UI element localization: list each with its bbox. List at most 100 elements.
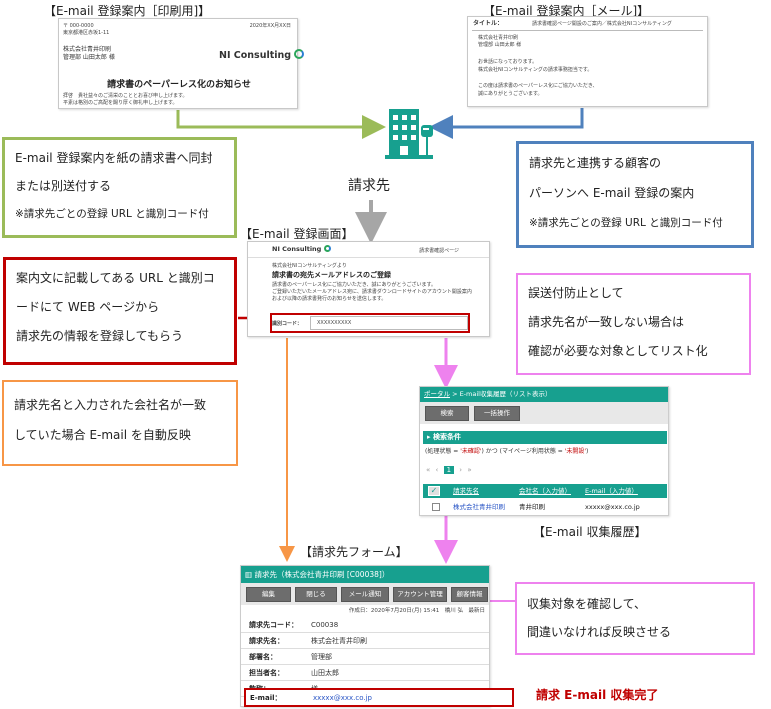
close-button[interactable]: 閉じる [295, 587, 337, 602]
row-value: C00038 [311, 620, 339, 629]
blue-callout: 請求先と連携する顧客の パーソンへ E-mail 登録の案内 ※請求先ごとの登録… [516, 141, 754, 248]
reg-divider [248, 257, 489, 258]
client-label: 請求先 [348, 178, 390, 194]
ni-logo-icon [294, 49, 305, 59]
reg-screen-heading: 【E-mail 登録画面】 [240, 227, 354, 241]
reg-brand-text: NI Consulting [272, 245, 322, 253]
mail-line3: お世話になっております。 [478, 59, 538, 65]
print-doc-company: 株式会社青井印刷 [63, 46, 112, 53]
cond-c: ) [586, 448, 589, 455]
form-row: 請求先名： 株式会社青井印刷 [241, 633, 489, 649]
print-doc-postal: 〒 000-0000 [63, 23, 94, 29]
green-note: ※請求先ごとの登録 URL と識別コード付 [15, 208, 209, 220]
client-form: ▥ 請求先（株式会社青井印刷 [C00038]） 編集 閉じる メール通知 アカ… [240, 565, 514, 707]
row-key: 請求先コード： [249, 620, 298, 629]
print-doc-body1: 拝啓 貴社益々のご清栄のこととお喜び申し上げます。 [63, 93, 188, 99]
form-title: 請求先（株式会社青井印刷 [C00038]） [254, 570, 390, 579]
orange-line2: していた場合 E-mail を自動反映 [14, 428, 191, 442]
reg-from: 株式会社NIコンサルティングより [272, 263, 347, 269]
edit-button[interactable]: 編集 [246, 587, 291, 602]
select-all-checkbox[interactable]: ✓ [428, 486, 440, 496]
reg-body2: ご登録いただいたメールアドレス宛に、請求書ダウンロードサイトのアカウント開設案内 [272, 289, 472, 295]
red-line2: ードにて WEB ページから [16, 300, 160, 314]
collection-complete-label: 請求 E-mail 収集完了 [536, 688, 659, 702]
mail-subject-label: タイトル： [473, 20, 504, 27]
customer-info-button[interactable]: 顧客情報 [451, 587, 488, 602]
mail-doc: タイトル： 請求書確認ページ開設のご案内／株式会社NIコンサルティング 株式会社… [467, 16, 708, 107]
row-key: 請求先名： [249, 636, 284, 645]
print-doc-body2: 平素は格別のご高配を賜り厚く御礼申し上げます。 [63, 100, 178, 106]
form-body: 請求先コード： C00038 請求先名： 株式会社青井印刷 部署名：管理部 担当者名… [241, 617, 489, 697]
row-client-name[interactable]: 株式会社青井印刷 [453, 503, 505, 511]
search-button[interactable]: 検索 [425, 406, 469, 421]
row-company-input: 青井印刷 [519, 503, 545, 511]
pager: « ‹ 1 › » [426, 466, 472, 474]
print-doc-date: 2020年XX月XX日 [249, 23, 291, 29]
print-doc-heading: 【E-mail 登録案内［印刷用]】 [44, 4, 211, 18]
mail-subject: 請求書確認ページ開設のご案内／株式会社NIコンサルティング [532, 21, 672, 27]
brand-text: NI Consulting [219, 50, 292, 61]
breadcrumb-rest: > E-mail収集履歴（リスト表示） [450, 390, 552, 398]
col-client-name[interactable]: 請求先名 [453, 487, 479, 495]
pager-last[interactable]: » [467, 466, 472, 474]
red-line1: 案内文に記載してある URL と識別コ [16, 271, 215, 285]
pink-callout-mismatch: 誤送付防止として 請求先名が一致しない場合は 確認が必要な対象としてリスト化 [516, 273, 751, 375]
green-callout: E-mail 登録案内を紙の請求書へ同封 または別送付する ※請求先ごとの登録 … [2, 137, 237, 238]
row-key: 担当者名： [249, 668, 284, 677]
cond-val2: '未開設' [564, 448, 587, 455]
search-condition-header[interactable]: ▸ 検索条件 [423, 431, 667, 444]
green-line2: または別送付する [15, 179, 112, 193]
row-checkbox[interactable] [432, 503, 440, 511]
form-meta: 作成日：2020年7月20日(月) 15:41 橋川 弘 最新日 [348, 608, 485, 614]
pager-prev[interactable]: ‹ [435, 466, 439, 474]
form-caption: 【請求先フォーム】 [300, 545, 408, 559]
col-email-input[interactable]: E-mail（入力値） [585, 487, 638, 495]
mail-line4: 株式会社NIコンサルティングの請求事務担当です。 [478, 67, 593, 73]
reg-screen: NI Consulting 請求書確認ページ 株式会社NIコンサルティングより … [247, 241, 490, 337]
row-value: 株式会社青井印刷 [311, 636, 367, 645]
email-value[interactable]: xxxxx@xxx.co.jp [313, 693, 372, 702]
portal-link[interactable]: ポータル [424, 390, 450, 398]
pink1-line1: 誤送付防止として [528, 286, 624, 300]
print-doc-brand: NI Consulting [219, 49, 305, 61]
pink-callout-confirm: 収集対象を確認して、 間違いなければ反映させる [515, 582, 755, 655]
mail-subject-row: タイトル： [473, 20, 503, 28]
mail-line6: 誠にありがとうございます。 [478, 91, 543, 97]
account-manage-button[interactable]: アカウント管理 [393, 587, 447, 602]
identification-code-input[interactable]: XXXXXXXXXX [310, 316, 468, 330]
print-doc-title: 請求書のペーパーレス化のお知らせ [107, 80, 251, 90]
mail-line2: 管理部 山田太郎 様 [478, 42, 522, 48]
cond-b: ) かつ (マイページ利用状態 = [481, 448, 565, 455]
green-line1: E-mail 登録案内を紙の請求書へ同封 [15, 151, 213, 165]
col-company-input[interactable]: 会社名（入力値） [519, 487, 571, 495]
table-row[interactable]: 株式会社青井印刷 青井印刷 xxxxx@xxx.co.jp [423, 500, 667, 514]
reg-body3: および以降の請求書発行のお知らせを送信します。 [272, 296, 387, 302]
history-caption: 【E-mail 収集履歴】 [533, 525, 647, 539]
form-row: 担当者名：山田太郎 [241, 665, 489, 681]
pink1-line2: 請求先名が一致しない場合は [528, 315, 685, 329]
pager-first[interactable]: « [426, 466, 431, 474]
pager-current[interactable]: 1 [443, 466, 455, 474]
form-row: 請求先コード： C00038 [241, 617, 489, 633]
orange-line1: 請求先名と入力された会社名が一致 [14, 398, 207, 412]
mail-notify-button[interactable]: メール通知 [341, 587, 389, 602]
row-email-input: xxxxx@xxx.co.jp [585, 503, 640, 511]
mail-divider [472, 30, 703, 31]
pager-next[interactable]: › [459, 466, 463, 474]
pink1-line3: 確認が必要な対象としてリスト化 [528, 344, 708, 358]
form-row: 部署名：管理部 [241, 649, 489, 665]
blue-line1: 請求先と連携する顧客の [529, 156, 662, 170]
pink2-line1: 収集対象を確認して、 [527, 597, 647, 611]
red-line3: 請求先の情報を登録してもらう [16, 329, 184, 343]
batch-operation-button[interactable]: 一括操作 [474, 406, 520, 421]
arrow-mail-to-client [429, 108, 584, 139]
blue-note: ※請求先ごとの登録 URL と識別コード付 [529, 217, 723, 229]
email-row-highlight: E-mail： xxxxx@xxx.co.jp [244, 688, 514, 707]
search-condition-text: (処理状態 = '未確認') かつ (マイページ利用状態 = '未開設') [425, 448, 588, 455]
reg-code-value: XXXXXXXXXX [317, 320, 352, 326]
arrow-print-to-client [176, 110, 386, 139]
red-callout: 案内文に記載してある URL と識別コ ードにて WEB ページから 請求先の情… [3, 257, 237, 365]
reg-title: 請求書の宛先メールアドレスのご登録 [272, 271, 391, 279]
code-field-highlight [270, 313, 470, 333]
